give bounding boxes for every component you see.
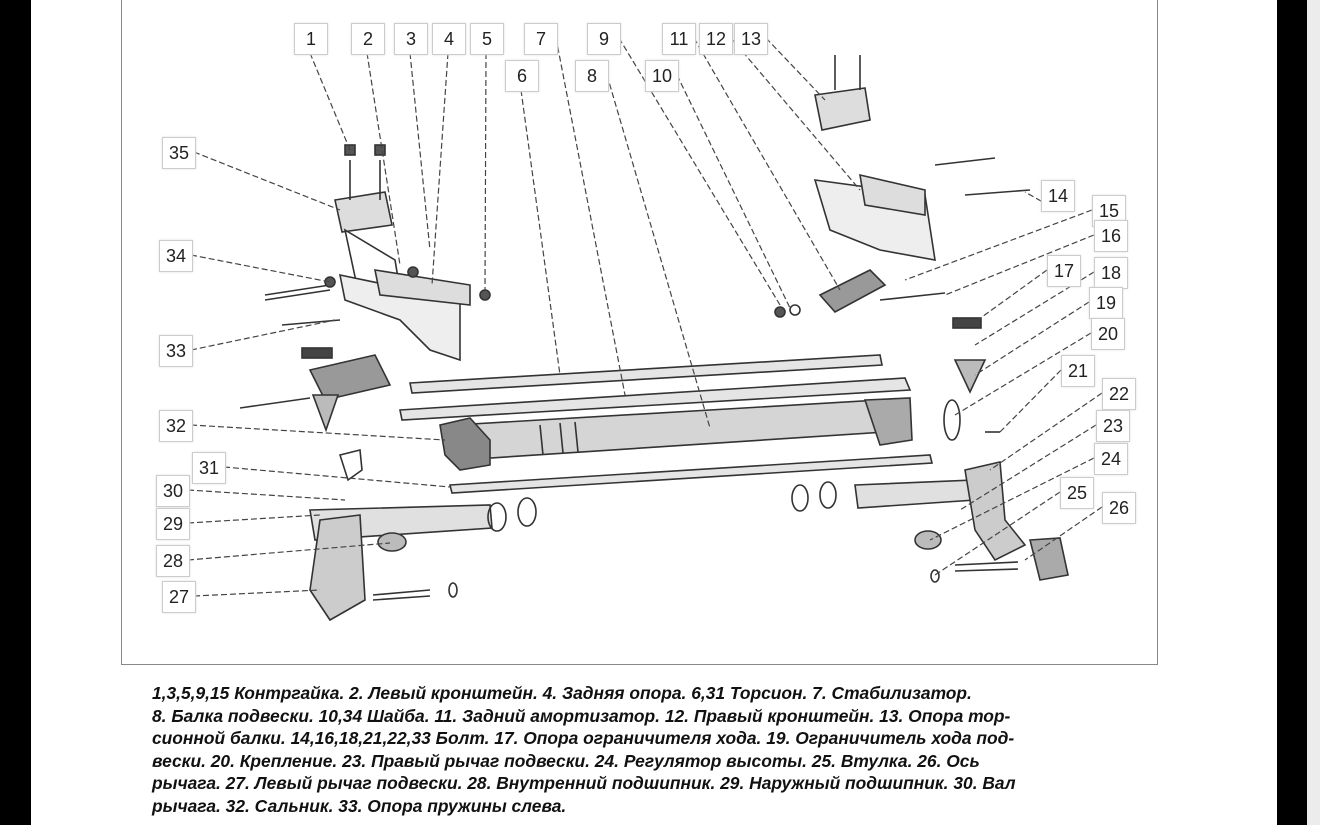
callout-label-26: 26 [1102,492,1136,524]
leader-line-8 [606,74,711,429]
leader-line-15 [904,209,1093,281]
callout-label-19: 19 [1089,287,1123,319]
viewer-right-border [1277,0,1307,825]
left-bracket-assembly [264,144,491,362]
leader-line-33 [190,319,336,351]
callout-label-35: 35 [162,137,196,169]
leader-line-3 [409,52,431,251]
leader-line-10 [676,74,791,309]
leader-line-4 [431,52,449,286]
callout-label-6: 6 [505,60,539,92]
leader-line-27 [193,589,321,597]
caption-line: 1,3,5,9,15 Контргайка. 2. Левый кронштей… [152,683,972,703]
caption-line: рычага. 32. Сальник. 33. Опора пружины с… [152,795,567,816]
leader-line-31 [223,466,451,488]
leader-line-21 [999,369,1062,433]
leader-line-32 [190,424,446,441]
leader-line-2 [366,52,401,266]
diagram-frame [121,0,1158,665]
caption-line: вески. 20. Крепление. 23. Правый рычаг п… [152,750,980,771]
viewer-scrollbar[interactable] [1307,0,1320,825]
callout-label-16: 16 [1094,220,1128,252]
leader-line-9 [618,37,781,306]
leader-line-7 [555,37,626,396]
callout-label-17: 17 [1047,255,1081,287]
leader-line-12 [730,37,861,191]
callout-label-20: 20 [1091,318,1125,350]
leader-line-34 [190,254,331,283]
callout-label-5: 5 [470,23,504,55]
leader-line-35 [193,151,341,211]
caption-line: 8. Балка подвески. 10,34 Шайба. 11. Задн… [152,705,1011,726]
torsion-rods [399,354,934,494]
leader-line-30 [187,489,346,501]
callout-label-23: 23 [1096,410,1130,442]
leader-line-22 [989,392,1103,471]
callout-label-24: 24 [1094,443,1128,475]
caption-line: рычага. 27. Левый рычаг подвески. 28. Вн… [152,773,1016,794]
callout-label-32: 32 [159,410,193,442]
callout-label-34: 34 [159,240,193,272]
caption-line: сионной балки. 14,16,18,21,22,33 Болт. 1… [152,728,1015,749]
callout-label-14: 14 [1041,180,1075,212]
callout-label-9: 9 [587,23,621,55]
leader-line-11 [693,37,841,291]
leader-line-24 [929,457,1095,541]
callout-label-11: 11 [662,23,696,55]
viewer-left-border [0,0,31,825]
right-stop [943,317,1000,441]
callout-label-22: 22 [1102,378,1136,410]
callout-label-10: 10 [645,60,679,92]
leader-line-26 [1024,506,1103,561]
right-arm [791,461,1069,583]
leader-line-19 [974,301,1090,376]
leader-line-13 [765,37,826,101]
callout-label-21: 21 [1061,355,1095,387]
leader-line-6 [520,89,561,376]
callout-label-29: 29 [156,508,190,540]
callout-label-25: 25 [1060,477,1094,509]
callout-label-18: 18 [1094,257,1128,289]
callout-label-28: 28 [156,545,190,577]
leader-line-5 [484,52,487,291]
callout-label-30: 30 [156,475,190,507]
callout-label-12: 12 [699,23,733,55]
callout-label-3: 3 [394,23,428,55]
left-spring [239,347,392,433]
right-bracket-assembly [774,55,1031,318]
leader-line-17 [974,269,1048,323]
callout-label-13: 13 [734,23,768,55]
callout-label-27: 27 [162,581,196,613]
leader-line-29 [187,514,321,524]
figure-caption: 1,3,5,9,15 Контргайка. 2. Левый кронштей… [152,682,1157,818]
left-arm [309,448,537,622]
callout-label-7: 7 [524,23,558,55]
callout-label-8: 8 [575,60,609,92]
callout-label-4: 4 [432,23,466,55]
callout-label-2: 2 [351,23,385,55]
callout-label-31: 31 [192,452,226,484]
leader-line-1 [309,52,351,151]
suspension-beam [439,397,913,471]
callout-label-1: 1 [294,23,328,55]
leader-line-28 [187,542,391,561]
leader-line-25 [934,491,1061,576]
callout-label-33: 33 [159,335,193,367]
